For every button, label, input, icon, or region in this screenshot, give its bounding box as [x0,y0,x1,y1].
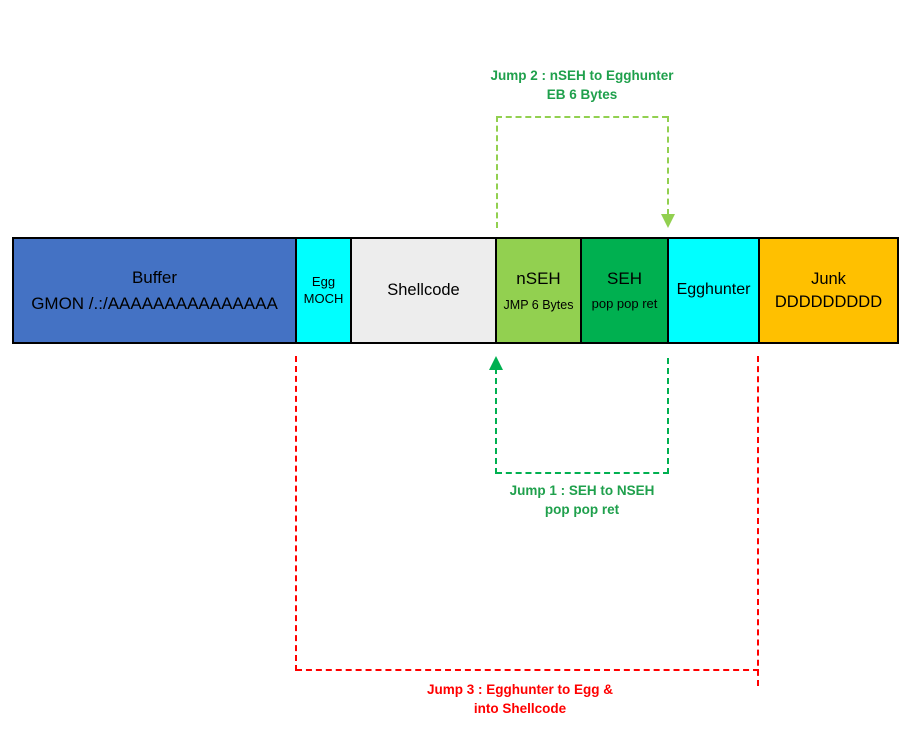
segment-shellcode-label: Shellcode [387,281,460,300]
segment-nseh: nSEH JMP 6 Bytes [495,237,582,344]
jump3-connector-left [295,356,297,671]
segment-egg-label: Egg [311,273,336,289]
segment-egg: Egg MOCH [295,237,352,344]
jump3-annotation: Jump 3 : Egghunter to Egg & into Shellco… [370,680,670,718]
segment-nseh-label: nSEH [516,269,561,289]
jump1-line2: pop pop ret [544,502,620,517]
segment-shellcode: Shellcode [350,237,497,344]
jump2-connector-left [496,116,498,228]
jump2-connector-right [667,116,669,215]
jump2-annotation: Jump 2 : nSEH to Egghunter EB 6 Bytes [432,66,732,104]
buffer-bar: Buffer GMON /.:/AAAAAAAAAAAAAAA Egg MOCH… [12,237,899,344]
segment-junk-sublabel: DDDDDDDDD [774,292,883,311]
jump2-line2: EB 6 Bytes [546,87,618,102]
jump1-connector-left [495,368,497,474]
jump1-line1: Jump 1 : SEH to NSEH [509,483,655,498]
segment-nseh-sublabel: JMP 6 Bytes [503,297,574,312]
segment-buffer: Buffer GMON /.:/AAAAAAAAAAAAAAA [12,237,297,344]
jump3-line2: into Shellcode [473,701,567,716]
jump2-connector-top [496,116,668,118]
up-arrow-icon [489,356,503,370]
segment-junk-label: Junk [811,269,846,288]
segment-buffer-sublabel: GMON /.:/AAAAAAAAAAAAAAA [31,293,278,313]
segment-egg-sublabel: MOCH [303,290,344,306]
down-arrow-icon [661,214,675,228]
jump1-connector-bottom [496,472,669,474]
jump1-connector-right [667,358,669,474]
segment-egghunter-label: Egghunter [676,281,751,299]
segment-junk: Junk DDDDDDDDD [758,237,899,344]
jump3-connector-right [757,356,759,686]
jump1-annotation: Jump 1 : SEH to NSEH pop pop ret [432,481,732,519]
jump2-line1: Jump 2 : nSEH to Egghunter [490,68,674,83]
jump3-line1: Jump 3 : Egghunter to Egg & [427,682,613,697]
segment-seh: SEH pop pop ret [580,237,669,344]
jump3-connector-bottom [296,669,759,671]
segment-seh-label: SEH [607,269,642,289]
segment-egghunter: Egghunter [667,237,760,344]
segment-buffer-label: Buffer [131,267,178,287]
segment-seh-sublabel: pop pop ret [591,295,658,311]
